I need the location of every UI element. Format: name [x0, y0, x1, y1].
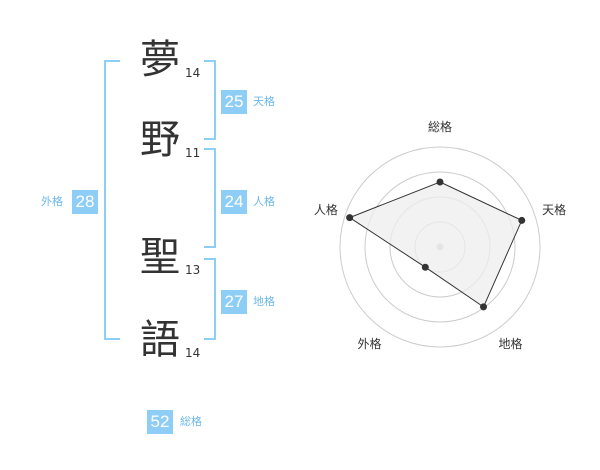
radar-grid-ring [339, 146, 541, 348]
radar-series-polygon [348, 181, 523, 308]
gaikaku-value: 28 [72, 190, 98, 214]
radar-axis-label-1: 総格 [428, 119, 452, 134]
radar-axis-label-4: 外格 [357, 336, 381, 351]
name-char-1: 夢 [140, 37, 180, 83]
radar-center-dot [436, 243, 444, 251]
chikaku-label: 地格 [253, 295, 275, 308]
stroke-count-4: 14 [185, 346, 201, 360]
chikaku-value: 27 [221, 290, 247, 314]
radar-point-2 [518, 216, 526, 224]
stroke-count-1: 14 [185, 66, 201, 80]
chikaku-bracket [204, 258, 216, 340]
jinkaku-bracket [204, 148, 216, 248]
stroke-count-3: 13 [185, 263, 201, 277]
stroke-count-2: 11 [185, 146, 201, 160]
radar-grid-ring [389, 196, 491, 298]
radar-point-3 [479, 303, 487, 311]
tenkaku-bracket [204, 60, 216, 140]
radar-grid-ring [414, 221, 466, 273]
gaikaku-label: 外格 [41, 195, 63, 208]
soukaku-value: 52 [147, 410, 173, 434]
jinkaku-value: 24 [221, 190, 247, 214]
radar-point-4 [421, 263, 429, 271]
jinkaku-label: 人格 [253, 195, 275, 208]
tenkaku-value: 25 [221, 90, 247, 114]
radar-axis-label-3: 地格 [498, 336, 522, 351]
radar-axis-label-5: 人格 [314, 202, 338, 217]
radar-point-5 [346, 214, 354, 222]
radar-axis-label-2: 天格 [542, 202, 566, 217]
radar-grid-ring [364, 171, 516, 323]
name-char-3: 聖 [140, 234, 180, 280]
radar-point-1 [436, 178, 444, 186]
name-char-2: 野 [140, 117, 180, 163]
soukaku-label: 総格 [180, 415, 202, 428]
name-char-4: 語 [140, 317, 180, 363]
tenkaku-label: 天格 [253, 95, 275, 108]
gaikaku-bracket [104, 60, 120, 340]
